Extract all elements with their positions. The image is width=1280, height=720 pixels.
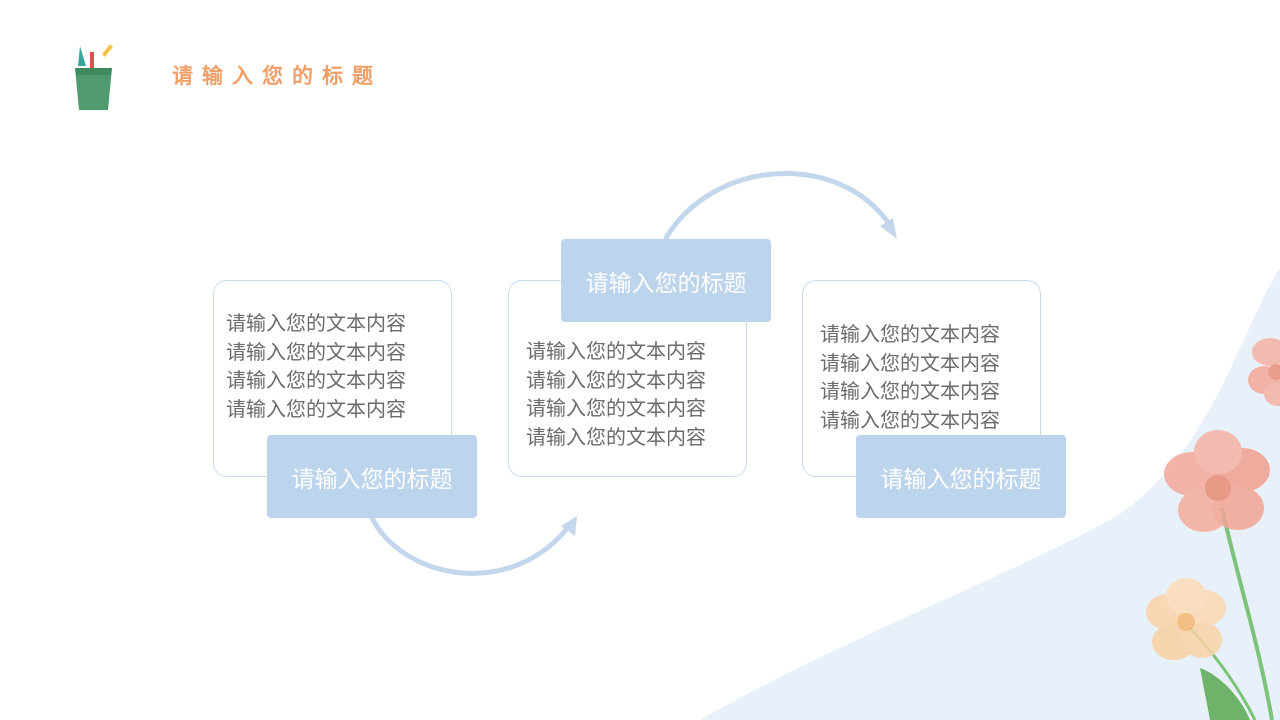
pink-flower-icon: [1164, 430, 1270, 532]
text-line: 请输入您的文本内容: [226, 368, 406, 393]
pencil-cup-icon: [75, 44, 113, 110]
text-line: 请输入您的文本内容: [526, 396, 706, 421]
step-1-text: 请输入您的文本内容 请输入您的文本内容 请输入您的文本内容 请输入您的文本内容: [226, 309, 406, 423]
text-line: 请输入您的文本内容: [226, 311, 406, 335]
step-2-text: 请输入您的文本内容 请输入您的文本内容 请输入您的文本内容 请输入您的文本内容: [526, 337, 706, 451]
text-line: 请输入您的文本内容: [820, 379, 1000, 404]
text-line: 请输入您的文本内容: [526, 424, 706, 449]
peach-flower-icon: [1146, 578, 1226, 660]
step-3-text: 请输入您的文本内容 请输入您的文本内容 请输入您的文本内容 请输入您的文本内容: [820, 320, 1000, 434]
text-line: 请输入您的文本内容: [526, 339, 706, 363]
top-arrowhead: [880, 218, 897, 239]
text-line: 请输入您的文本内容: [820, 350, 1000, 375]
bottom-arrowhead: [561, 516, 577, 536]
page-title: 请输入您的标题: [172, 64, 382, 88]
text-line: 请输入您的文本内容: [526, 367, 706, 392]
top-arc-arrow: [663, 171, 895, 241]
text-line: 请输入您的文本内容: [820, 322, 1000, 346]
text-line: 请输入您的文本内容: [226, 396, 406, 421]
step-2-heading[interactable]: 请输入您的标题: [561, 239, 771, 322]
flower-stems-icon: [1188, 507, 1274, 720]
text-line: 请输入您的文本内容: [226, 339, 406, 364]
text-line: 请输入您的文本内容: [820, 407, 1000, 432]
bottom-arc-arrow: [369, 515, 573, 576]
step-1-heading[interactable]: 请输入您的标题: [267, 435, 477, 518]
step-3-heading[interactable]: 请输入您的标题: [856, 435, 1066, 518]
partial-flower-icon: [1248, 338, 1280, 406]
